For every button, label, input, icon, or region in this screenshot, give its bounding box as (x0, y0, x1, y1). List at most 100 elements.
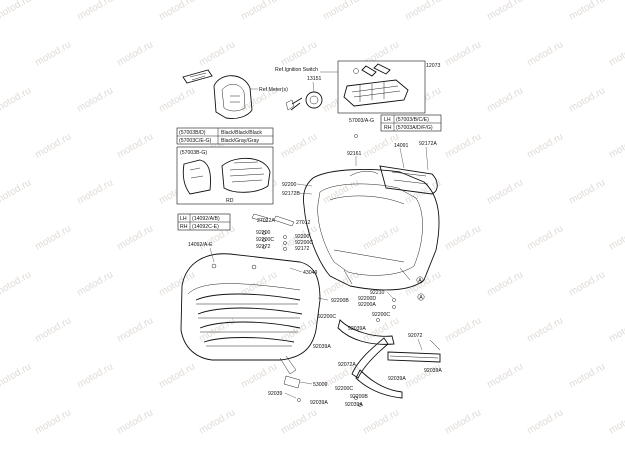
circle-a-2: A (418, 278, 422, 284)
label-27012: 27012 (296, 220, 311, 226)
watermark-text: motod.ru (0, 269, 33, 298)
lh-left-tag: LH (180, 216, 187, 222)
label-92200-l2: 92200 (295, 234, 310, 240)
watermark-text: motod.ru (33, 407, 73, 436)
watermark-text: motod.ru (485, 269, 525, 298)
watermark-text: motod.ru (0, 361, 33, 390)
label-92200c-l1: 92200C (256, 237, 274, 243)
label-92172a: 92172A (419, 141, 437, 147)
lh-rh-table-right: LH (57003/B/C/E) RH (57003A/D/F/G) (380, 114, 442, 132)
watermark-text: motod.ru (0, 177, 33, 206)
watermark-text: motod.ru (115, 407, 155, 436)
label-92200d: 92200D (358, 296, 376, 302)
watermark-text: motod.ru (361, 407, 401, 436)
watermark-text: motod.ru (157, 269, 197, 298)
watermark-text: motod.ru (157, 361, 197, 390)
circle-a: A (419, 295, 423, 301)
watermark-text: motod.ru (403, 0, 443, 23)
label-92200c-3: 92200C (372, 312, 390, 318)
label-12073: 12073 (426, 63, 441, 69)
watermark-text: motod.ru (321, 177, 361, 206)
watermark-text: motod.ru (443, 407, 483, 436)
watermark-text: motod.ru (525, 315, 565, 344)
watermark-text: motod.ru (75, 177, 115, 206)
watermark-text: motod.ru (443, 131, 483, 160)
watermark-text: motod.ru (567, 361, 607, 390)
label-ref-meter: Ref.Meter(s) (259, 87, 288, 93)
saddlebag-lid-drawing (180, 253, 321, 375)
label-14092ae: 14092/A-E (188, 242, 213, 248)
meter-cover-drawing (182, 69, 253, 119)
label-92200c-5: 92200C (335, 386, 353, 392)
watermark-text: motod.ru (115, 39, 155, 68)
watermark-text: motod.ru (279, 131, 319, 160)
watermark-text: motod.ru (33, 131, 73, 160)
watermark-text: motod.ru (361, 223, 401, 252)
label-92172-l2: 92172 (295, 246, 310, 252)
rh-left-tag: RH (180, 224, 188, 230)
label-92200a-right: 92200A (358, 302, 376, 308)
watermark-text: motod.ru (115, 223, 155, 252)
label-92200b-2: 92200B (350, 394, 368, 400)
rh-right-code: (57003A/D/F/G) (396, 125, 433, 131)
inset-label: (57003B-G) (180, 150, 207, 156)
watermark-text: motod.ru (75, 85, 115, 114)
color-code-2: (57003C/E-G) (179, 138, 212, 144)
watermark-text: motod.ru (567, 0, 607, 23)
label-13151: 13151 (307, 76, 322, 82)
label-92200-l1: 92200 (256, 230, 271, 236)
rh-left-code: (14092C-E) (192, 224, 219, 230)
label-57003: 57003/A-G (349, 118, 374, 124)
watermark-text: motod.ru (321, 0, 361, 23)
watermark-text: motod.ru (607, 315, 625, 344)
watermark-text: motod.ru (279, 39, 319, 68)
rh-right-tag: RH (384, 125, 392, 131)
label-27012a: 27012A (257, 218, 275, 224)
watermark-text: motod.ru (33, 39, 73, 68)
label-92072a: 92072A (338, 362, 356, 368)
watermark-text: motod.ru (567, 85, 607, 114)
watermark-text: motod.ru (157, 0, 197, 23)
label-92072: 92072 (408, 333, 423, 339)
watermark-text: motod.ru (485, 85, 525, 114)
watermark-text: motod.ru (239, 361, 279, 390)
watermark-text: motod.ru (443, 315, 483, 344)
watermark-text: motod.ru (197, 39, 237, 68)
label-53009: 53009 (313, 382, 328, 388)
label-92172b: 92172B (282, 191, 300, 197)
watermark-text: motod.ru (0, 0, 33, 23)
lh-rh-table-left: LH (14092/A/B) RH (14092C-E) (177, 213, 231, 231)
lh-right-code: (57003/B/C/E) (396, 117, 429, 123)
watermark-text: motod.ru (197, 407, 237, 436)
label-92200c-mid: 92200C (318, 314, 336, 320)
lh-right-tag: LH (384, 117, 391, 123)
watermark-text: motod.ru (33, 315, 73, 344)
watermark-text: motod.ru (485, 177, 525, 206)
watermark-text: motod.ru (567, 269, 607, 298)
strap-drawing (337, 298, 441, 407)
label-92172-l1: 92172 (256, 244, 271, 250)
label-92039a-6: 92039A (345, 402, 363, 408)
watermark-text: motod.ru (239, 0, 279, 23)
watermark-text: motod.ru (525, 407, 565, 436)
ecu-bracket-drawing (337, 60, 426, 114)
watermark-text: motod.ru (403, 269, 443, 298)
color-code-1: (57003B/D) (179, 130, 206, 136)
watermark-text: motod.ru (157, 85, 197, 114)
watermark-text: motod.ru (75, 361, 115, 390)
watermark-text: motod.ru (75, 0, 115, 23)
watermark-text: motod.ru (607, 39, 625, 68)
saddlebag-body-drawing (303, 165, 440, 291)
watermark-text: motod.ru (443, 39, 483, 68)
watermark-text: motod.ru (567, 177, 607, 206)
lh-left-code: (14092/A/B) (192, 216, 220, 222)
inset-box (176, 146, 274, 205)
small-parts-drawing (251, 134, 358, 402)
watermark-text: motod.ru (607, 223, 625, 252)
watermark-text: motod.ru (197, 315, 237, 344)
watermark-text: motod.ru (443, 223, 483, 252)
watermark-text: motod.ru (485, 0, 525, 23)
watermark-text: motod.ru (279, 407, 319, 436)
